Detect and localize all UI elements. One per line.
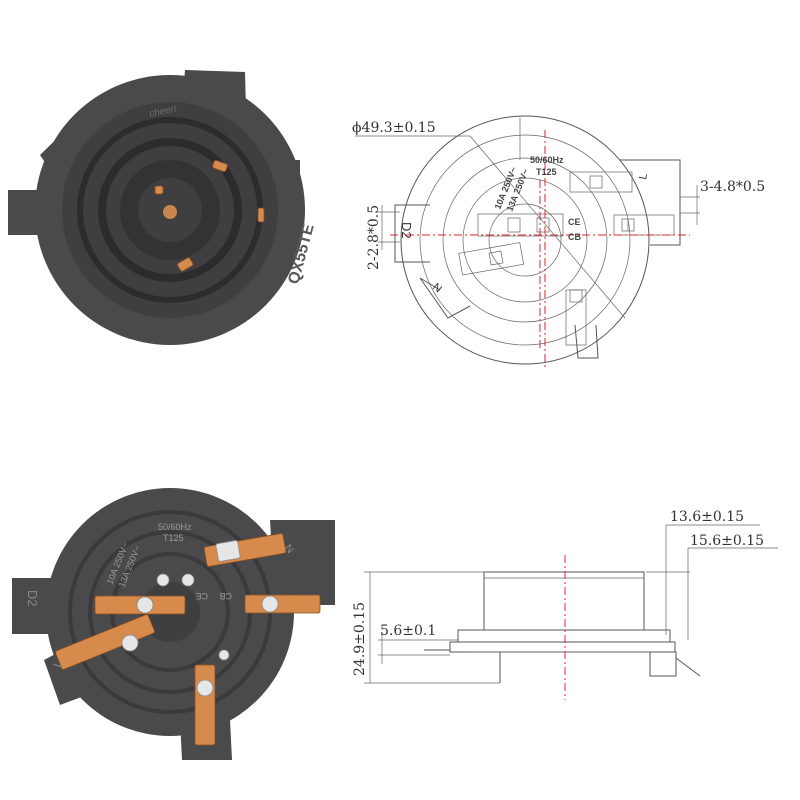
contact-right <box>257 207 265 223</box>
photo-d2-mark: D2 <box>25 590 40 607</box>
ring-groove-mid <box>98 138 242 282</box>
tab-outline-lower-left <box>419 277 471 319</box>
freq-text: 50/60Hz <box>530 155 564 165</box>
contact-small <box>154 185 164 195</box>
tab-outline-left <box>394 204 430 263</box>
photo-freq-text: 50/60Hz <box>158 522 192 532</box>
side-cylinder <box>483 571 645 631</box>
dim-diameter: ϕ49.3±0.15 <box>352 120 436 136</box>
terminal-center <box>477 213 564 237</box>
outline-ring-4 <box>488 203 562 277</box>
dim-left-slot: 2-2.8*0.5 <box>366 205 382 270</box>
side-tab-angled <box>675 657 701 677</box>
temp-text: T125 <box>536 167 557 177</box>
top-view-drawing: 10A 250V~ 13A 250V~ 50/60Hz T125 CE CB D… <box>352 115 765 370</box>
outline-ring-1 <box>419 134 631 346</box>
dim-diameter-leader <box>469 135 626 319</box>
outline-ring-3 <box>462 177 588 303</box>
dim-right-slot: 3-4.8*0.5 <box>700 179 765 195</box>
dim-height: 24.9±0.15 <box>352 602 368 676</box>
center-pin <box>163 205 177 219</box>
terminal-left <box>458 242 525 276</box>
dim-a: 13.6±0.15 <box>670 509 744 525</box>
photo-cb-mark: CB <box>219 591 232 601</box>
side-view-drawing: 13.6±0.15 15.6±0.15 24.9±0.15 5.6±0.1 <box>352 509 778 700</box>
contact-top <box>212 160 228 172</box>
terminal-upper <box>569 171 633 193</box>
cb-mark: CB <box>568 232 581 242</box>
connector-photo-back: cheerr QX55TE <box>8 70 318 345</box>
photo-l-mark: L <box>52 659 65 669</box>
photo-temp-text: T125 <box>163 533 184 543</box>
n-mark: N <box>430 281 444 295</box>
tab-outline-right <box>620 159 681 246</box>
photo-terminal-right <box>244 594 321 614</box>
terminal-right <box>613 214 675 236</box>
l-mark: L <box>637 172 650 180</box>
outline-outer <box>400 115 650 365</box>
photo-terminal-top <box>203 533 287 567</box>
dim-b: 15.6±0.15 <box>690 533 764 549</box>
photo-terminal-left <box>94 595 186 615</box>
photo-mark-dot-2 <box>181 573 195 587</box>
tab-outline-bottom <box>574 324 599 359</box>
d2-mark: D2 <box>399 222 414 239</box>
photo-terminal-bottom <box>194 649 230 746</box>
connector-photo-front: 50/60Hz T125 10A 250V~ 13A 250V~ D2 N L … <box>12 488 335 760</box>
ce-mark: CE <box>568 217 581 227</box>
photo-terminal-lower-left <box>55 614 155 670</box>
photo-mark-dot-1 <box>156 573 170 587</box>
side-base <box>449 641 676 653</box>
outline-ring-2 <box>442 157 608 323</box>
photo-ce-mark: CE <box>195 591 208 601</box>
side-terminal-block <box>649 651 677 677</box>
dim-base: 5.6±0.1 <box>380 623 436 639</box>
side-flange <box>457 629 671 643</box>
terminal-bottom <box>565 289 587 346</box>
contact-bottom <box>177 257 194 272</box>
